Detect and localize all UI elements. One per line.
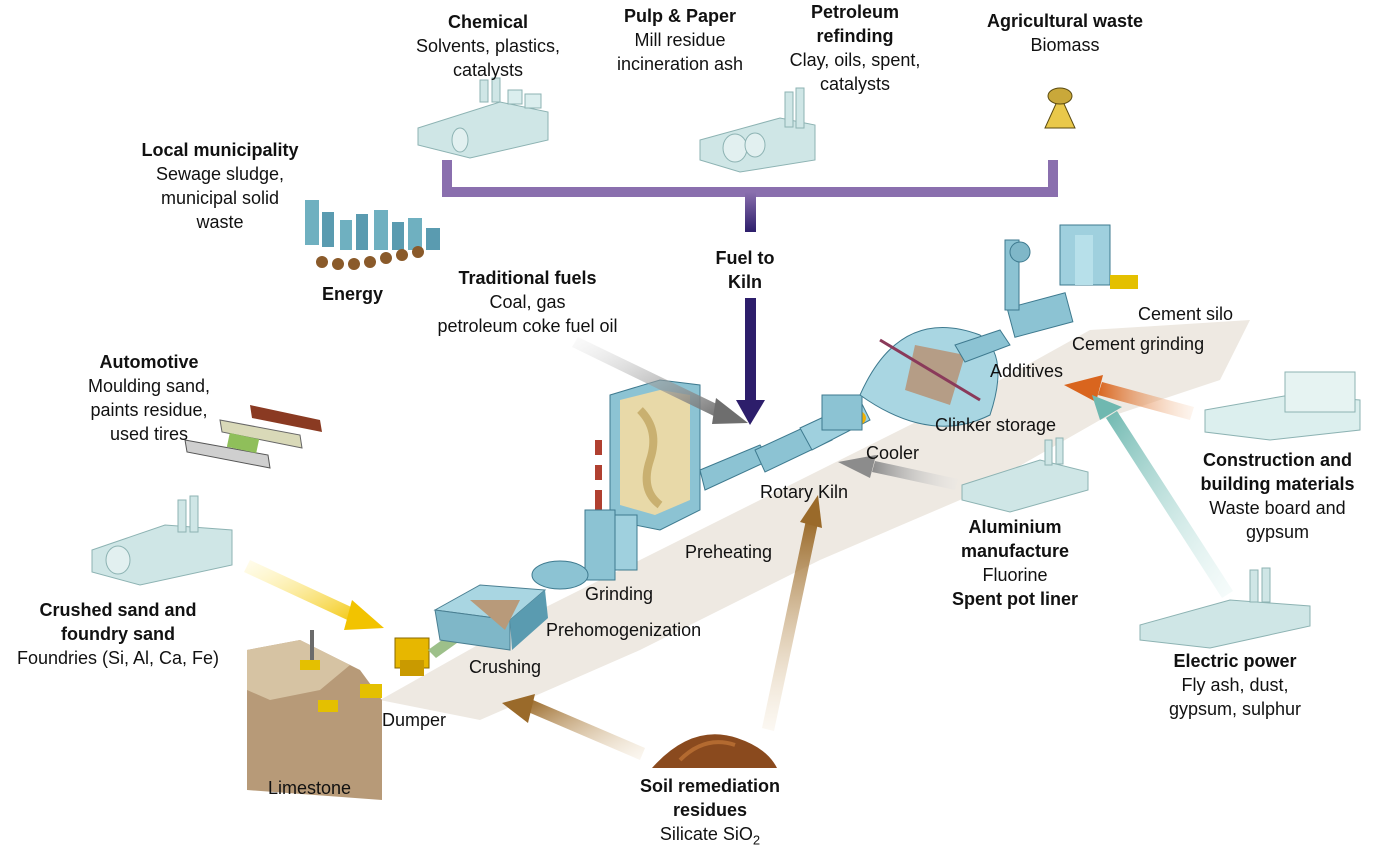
crushed-sand-line-1: Foundries (Si, Al, Ca, Fe) [16, 648, 220, 668]
cooler-label: Cooler [866, 443, 920, 463]
petroleum-line-1: Clay, oils, spent, [789, 50, 921, 70]
aluminium-label: Aluminium manufacture Fluorine Spent pot… [935, 515, 1095, 611]
municipality-line-2: municipal solid [160, 188, 280, 208]
preheating-label: Preheating [685, 542, 773, 562]
electric-label: Electric power Fly ash, dust, gypsum, su… [1145, 649, 1325, 721]
aluminium-plant-icon [961, 437, 1089, 513]
cement-grinding-label: Cement grinding [1072, 334, 1205, 354]
soil-label: Soil remediation residues Silicate SiO2 [615, 774, 805, 853]
cement-silo-label: Cement silo [1138, 304, 1234, 324]
aluminium-title-2: manufacture [960, 541, 1070, 561]
rotary-kiln-label: Rotary Kiln [760, 482, 849, 502]
soil-title-1: Soil remediation [639, 776, 781, 796]
fuel-to-kiln-arrow [736, 192, 765, 425]
preheater-tower [531, 379, 771, 590]
municipality-line-1: Sewage sludge, [155, 164, 285, 184]
crushing-label: Crushing [469, 657, 542, 677]
crushed-sand-label: Crushed sand and foundry sand Foundries … [0, 598, 236, 670]
soil-formula-sub: 2 [752, 832, 761, 848]
foundry-plant-icon [91, 495, 233, 586]
petroleum-plant-icon [699, 87, 816, 173]
fuel-to-kiln-title-1: Fuel to [715, 248, 775, 268]
dumper-label: Dumper [382, 710, 447, 730]
prehomogenization-label: Prehomogenization [546, 620, 702, 640]
municipality-city-icon [305, 200, 440, 270]
construction-title-1: Construction and [1203, 450, 1352, 470]
municipality-line-3: waste [196, 212, 244, 232]
crushed-sand-title-1: Crushed sand and [39, 600, 197, 620]
electric-arrow [1092, 395, 1233, 598]
crushed-sand-title-2: foundry sand [60, 624, 175, 644]
chemical-title: Chemical [447, 12, 529, 32]
pulp-title: Pulp & Paper [623, 6, 737, 26]
electric-line-2: gypsum, sulphur [1168, 699, 1302, 719]
soil-formula-text: Silicate SiO [659, 824, 753, 844]
soil-formula: Silicate SiO2 [615, 822, 805, 853]
automotive-line-3: used tires [109, 424, 189, 444]
petroleum-title-2: refinding [816, 26, 894, 46]
petroleum-title-1: Petroleum [810, 2, 900, 22]
aluminium-title-1: Aluminium [968, 517, 1062, 537]
construction-line-1: Waste board and [1209, 498, 1346, 518]
traditional-line-2: petroleum coke fuel oil [437, 316, 618, 336]
fuel-to-kiln-title-2: Kiln [728, 272, 762, 292]
soil-pile-icon [652, 734, 777, 768]
sand-arrow [244, 560, 384, 630]
petroleum-label: Petroleum refinding Clay, oils, spent, c… [765, 0, 945, 96]
automotive-title: Automotive [99, 352, 199, 372]
cement-mill [954, 224, 1138, 363]
traditional-title: Traditional fuels [458, 268, 597, 288]
fuel-to-kiln-label: Fuel to Kiln [695, 246, 795, 294]
automotive-line-2: paints residue, [90, 400, 208, 420]
clinker-storage-label: Clinker storage [935, 415, 1057, 435]
traditional-fuel-arrow [572, 337, 748, 424]
limestone-label: Limestone [268, 778, 352, 798]
soil-to-crushing-arrow [502, 694, 645, 760]
municipality-title: Local municipality [141, 140, 299, 160]
automotive-line-1: Moulding sand, [87, 376, 211, 396]
construction-plant-icon [1204, 371, 1361, 441]
chemical-label: Chemical Solvents, plastics, catalysts [393, 10, 583, 82]
construction-arrow [1064, 375, 1194, 420]
power-plant-icon [1139, 567, 1311, 649]
aluminium-arrow [838, 455, 958, 490]
pulp-line-1: Mill residue [634, 30, 726, 50]
traditional-line-1: Coal, gas [489, 292, 566, 312]
limestone-quarry [247, 630, 382, 800]
construction-title-2: building materials [1200, 474, 1355, 494]
pulp-label: Pulp & Paper Mill residue incineration a… [590, 4, 770, 76]
construction-label: Construction and building materials Wast… [1180, 448, 1375, 544]
municipality-label: Local municipality Sewage sludge, munici… [120, 138, 320, 234]
electric-title: Electric power [1173, 651, 1297, 671]
construction-line-2: gypsum [1245, 522, 1310, 542]
chemical-line-1: Solvents, plastics, [415, 36, 561, 56]
pulp-line-2: incineration ash [616, 54, 744, 74]
biomass-icon [1044, 87, 1076, 129]
electric-line-1: Fly ash, dust, [1181, 675, 1289, 695]
crushing-hall [433, 584, 548, 651]
aluminium-title-3: Spent pot liner [952, 589, 1078, 609]
aluminium-line: Fluorine [982, 565, 1048, 585]
chemical-plant-icon [417, 77, 549, 159]
soil-to-kiln-arrow [762, 495, 822, 731]
additives-label: Additives [990, 361, 1064, 381]
chemical-line-2: catalysts [452, 60, 524, 80]
agricultural-line-1: Biomass [1030, 35, 1100, 55]
automotive-label: Automotive Moulding sand, paints residue… [64, 350, 234, 446]
grinding-label: Grinding [585, 584, 654, 604]
energy-label: Energy [322, 284, 384, 304]
traditional-fuels-label: Traditional fuels Coal, gas petroleum co… [410, 266, 645, 338]
automotive-trucks-icon [184, 405, 322, 469]
agricultural-label: Agricultural waste Biomass [960, 9, 1170, 57]
agricultural-title: Agricultural waste [986, 11, 1144, 31]
petroleum-line-2: catalysts [819, 74, 891, 94]
soil-title-2: residues [672, 800, 748, 820]
